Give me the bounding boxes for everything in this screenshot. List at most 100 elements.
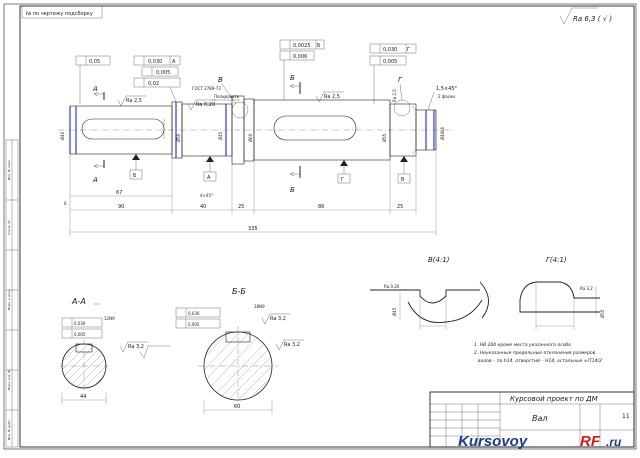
section-bb-roughness: Ra 3,2 bbox=[284, 342, 300, 348]
title-part: Вал bbox=[532, 414, 548, 423]
site-watermark: Kursovoy RF .ru bbox=[458, 433, 622, 450]
svg-text:0,030: 0,030 bbox=[74, 321, 86, 326]
roughness-marks: Ra 2,5 Ra 0,20 Ra 2,5 Ra 2,5 bbox=[117, 89, 397, 111]
watermark-part-3: .ru bbox=[606, 435, 622, 449]
svg-text:Ø55: Ø55 bbox=[600, 309, 605, 318]
note-chamfer-count: 2 фаски bbox=[438, 94, 455, 99]
note-line-3: валов – по h14, отверстий – H14, остальн… bbox=[478, 358, 602, 364]
tolerance-6: 0,006 bbox=[293, 54, 307, 60]
dia-3: Ø45 bbox=[218, 131, 223, 140]
datum-label-4: В bbox=[401, 177, 405, 183]
detail-v: В(4:1) Ø45 Ra 0,20 bbox=[370, 256, 489, 330]
note-line-2: 2. Неуказанные предельные отклонения раз… bbox=[474, 350, 596, 356]
roughness-4: Ra 2,5 bbox=[392, 89, 397, 102]
diameter-labels: Ø40 Ø50 Ø45 Ø60 Ø55 Ø40k6 bbox=[60, 126, 445, 142]
detail-g-title: Г(4:1) bbox=[546, 256, 567, 264]
section-letter-b-top: Б bbox=[290, 74, 295, 82]
dim-25a: 25 bbox=[238, 204, 244, 210]
tolerance-1: 0,05 bbox=[89, 59, 100, 65]
svg-text:Б: Б bbox=[317, 43, 321, 49]
datum-label-3: Г bbox=[341, 177, 344, 183]
note-polish: Полировать bbox=[214, 94, 240, 99]
tolerance-5: 0,0025 bbox=[293, 43, 311, 49]
detail-letter-g: Г bbox=[398, 76, 403, 84]
dim-overall: 335 bbox=[248, 226, 258, 232]
keyway-slot-2 bbox=[273, 115, 357, 141]
svg-text:Г: Г bbox=[407, 47, 410, 53]
dim-chamfer: 4×45° bbox=[200, 193, 213, 198]
tolerance-7: 0,030 bbox=[383, 47, 397, 53]
title-project: Курсовой проект по ДМ bbox=[510, 395, 598, 403]
left-margin-strip: Инв. № подл. Справ. № Подп. и дата Взам.… bbox=[5, 139, 19, 448]
dim-90: 90 bbox=[118, 204, 124, 210]
dia-6: Ø40k6 bbox=[440, 126, 445, 140]
watermark-part-1: Kursovoy bbox=[458, 433, 528, 450]
technical-notes: 1. НВ 200 кроме места указанного особо 2… bbox=[474, 342, 602, 364]
tolerance-2: 0,030 bbox=[148, 59, 162, 65]
section-mark-a: А А bbox=[92, 85, 105, 184]
svg-text:Ra 0,20: Ra 0,20 bbox=[384, 284, 400, 289]
outer-frame bbox=[3, 3, 637, 450]
title-block: Курсовой проект по ДМ Вал 11 bbox=[429, 391, 635, 448]
section-aa-roughness: Ra 3,2 bbox=[128, 344, 144, 350]
watermark-part-2: RF bbox=[580, 433, 601, 450]
dia-1: Ø40 bbox=[60, 131, 65, 140]
roughness-3: Ra 2,5 bbox=[324, 94, 340, 100]
roughness-2: Ra 0,20 bbox=[196, 102, 215, 108]
svg-text:0,005: 0,005 bbox=[188, 322, 200, 327]
dim-25b: 25 bbox=[397, 204, 403, 210]
section-aa-title: А-А bbox=[71, 297, 86, 306]
svg-text:Справ. №: Справ. № bbox=[7, 220, 11, 235]
section-mark-b: Б Б bbox=[289, 74, 301, 194]
tolerance-4: 0,02 bbox=[148, 81, 159, 87]
dim-86: 86 bbox=[318, 204, 324, 210]
detail-v-title: В(4:1) bbox=[428, 256, 450, 264]
svg-text:A: A bbox=[172, 59, 176, 65]
title-sheet-number: 11 bbox=[622, 413, 630, 420]
datum-label-1: Б bbox=[133, 173, 137, 179]
general-roughness-label: Ra 6,3 ( √ ) bbox=[573, 15, 612, 23]
tolerance-3: 0,005 bbox=[156, 70, 170, 76]
dia-4: Ø60 bbox=[248, 133, 253, 142]
dim-small: 6 bbox=[64, 201, 67, 206]
svg-text:Взам. инв. №: Взам. инв. № bbox=[7, 370, 11, 390]
keyway-slot-1 bbox=[81, 118, 165, 140]
svg-text:Инв. № подл.: Инв. № подл. bbox=[7, 159, 11, 180]
section-aa: А-А 44 0,030 0,005 12N9 Ra 3,2 bbox=[60, 297, 170, 404]
dia-2: Ø50 bbox=[176, 133, 181, 142]
section-letter-b-bottom: Б bbox=[290, 186, 295, 194]
dimension-chains: 67 90 40 25 86 25 335 4×45° 6 bbox=[64, 150, 437, 236]
section-bb-key: 18N9 bbox=[254, 304, 265, 309]
section-aa-key: 12N9 bbox=[104, 316, 115, 321]
tolerance-frames: 0,05 0,030 A 0,005 0,02 0,0025 Б 0,006 0… bbox=[75, 39, 458, 111]
note-line-1: 1. НВ 200 кроме места указанного особо bbox=[474, 342, 571, 348]
inner-frame bbox=[19, 5, 635, 448]
svg-text:0,030: 0,030 bbox=[188, 311, 200, 316]
section-letter-a-top: А bbox=[92, 85, 98, 93]
note-gost: ГОСТ 2789-73 bbox=[192, 86, 221, 91]
dim-67: 67 bbox=[116, 190, 122, 196]
section-bb: Б-Б 60 0,030 0,005 18N9 Ra 3,2 Ra 3,2 bbox=[175, 287, 304, 414]
section-letter-a-bottom: А bbox=[92, 176, 98, 184]
section-bb-title: Б-Б bbox=[232, 287, 246, 296]
svg-text:0,005: 0,005 bbox=[74, 332, 86, 337]
dim-40: 40 bbox=[200, 204, 206, 210]
roughness-1: Ra 2,5 bbox=[126, 98, 142, 104]
svg-text:Ra 3,2: Ra 3,2 bbox=[580, 286, 593, 291]
detail-circle-v bbox=[231, 101, 249, 119]
dia-5: Ø55 bbox=[382, 133, 387, 142]
datum-marks: Б A Г В bbox=[129, 154, 411, 184]
detail-g: Г(4:1) Ø55 Ra 3,2 bbox=[519, 256, 605, 330]
tolerance-8: 0,005 bbox=[383, 59, 397, 65]
top-stamp: № по чертежу подсборку bbox=[21, 5, 103, 19]
svg-text:Ø45: Ø45 bbox=[392, 307, 397, 316]
svg-text:Инв. № дубл.: Инв. № дубл. bbox=[7, 419, 11, 440]
section-aa-width: 44 bbox=[80, 394, 86, 400]
datum-label-2: A bbox=[207, 175, 211, 181]
svg-text:Ra 3,2: Ra 3,2 bbox=[270, 316, 286, 322]
note-chamfer: 1,5×45° bbox=[436, 86, 458, 92]
svg-text:Подп. и дата: Подп. и дата bbox=[7, 289, 11, 310]
top-stamp-text: № по чертежу подсборку bbox=[26, 11, 93, 17]
shaft-main-view: А А Б Б В Г Б A Г bbox=[58, 74, 452, 194]
